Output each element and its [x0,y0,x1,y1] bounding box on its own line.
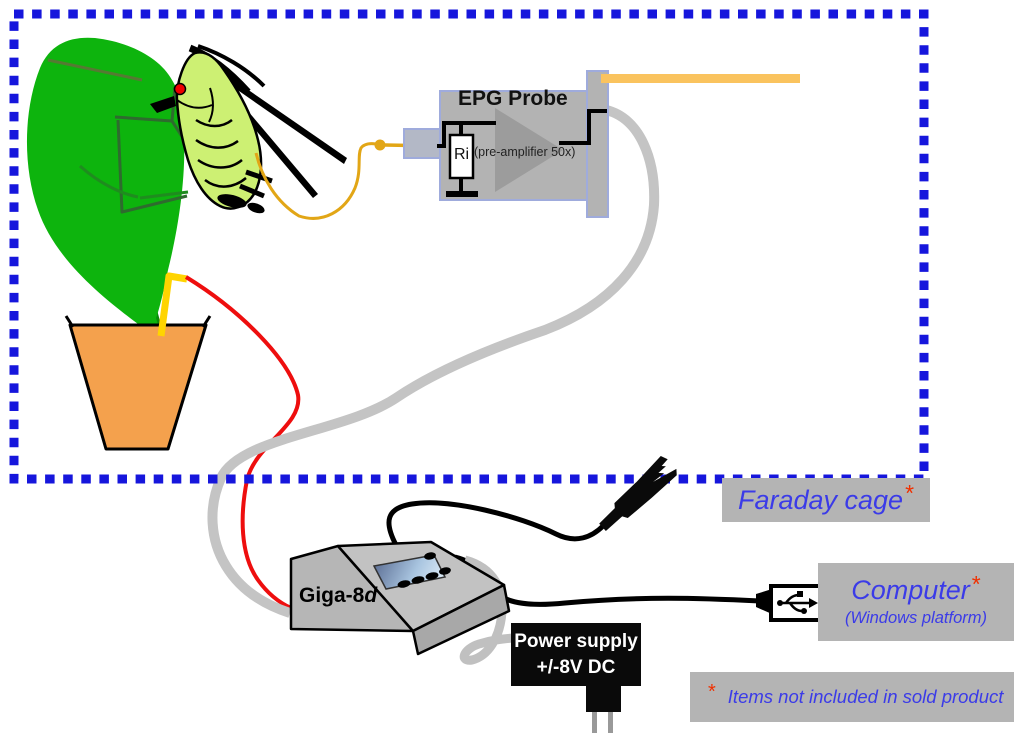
power-supply-label: Power supply +/-8V DC [511,623,641,686]
insect-beak [150,96,176,113]
resistor-ri-label: Ri [453,146,470,163]
faraday-cage-border [9,9,929,484]
alligator-clip-icon [599,456,677,532]
probe-holder-rod [601,74,800,83]
pre-amplifier-note: (pre-amplifier 50x) [474,145,576,159]
computer-asterisk: * [971,570,981,597]
device-label-base: Giga-8 [299,584,365,607]
power-plug [586,684,621,733]
insect-foot [247,202,265,214]
usb-plug-icon [756,584,823,622]
footnote-asterisk: * [708,680,716,703]
device-label: Giga-8d [299,584,377,608]
faraday-asterisk: * [905,480,915,507]
faraday-cage-label: Faraday cage* [722,478,930,522]
power-supply-line2: +/-8V DC [536,656,616,678]
amplifier-triangle-icon [495,108,563,192]
clip-cable-black [386,500,605,547]
computer-platform-note: (Windows platform) [845,608,987,627]
computer-label: Computer* (Windows platform) [818,563,1014,641]
circuit-input-wire [437,121,496,148]
resistor-ri [448,133,475,180]
probe-input-connector [403,128,441,159]
probe-cable-gray [207,105,660,618]
circuit-output-wire [559,109,607,145]
soil-electrode [157,272,188,337]
faraday-cage-text: Faraday cage [737,485,904,515]
insect-aphid [150,44,347,214]
epg-probe-title: EPG Probe [458,87,568,110]
computer-text: Computer [851,575,970,606]
insect-foot [217,194,247,208]
insect-leg [245,169,273,184]
insect-antenna [197,44,266,88]
device-side-face [411,583,511,656]
plug-prong [608,712,613,733]
footnote: * Items not included in sold product [690,672,1014,722]
device-screen [372,554,447,590]
device-label-suffix: d [364,584,378,607]
giga-device [289,540,511,656]
device-buttons [397,552,451,588]
insect-leg [239,183,265,199]
ground-wire-red [184,275,301,610]
wire-solder-ball [374,139,386,151]
flower-pot [64,315,212,451]
plug-prong [592,712,597,733]
epg-probe [403,70,800,218]
power-supply-line1: Power supply [514,630,638,652]
footnote-text: Items not included in sold product [727,686,1004,707]
insect-eye [173,82,187,96]
